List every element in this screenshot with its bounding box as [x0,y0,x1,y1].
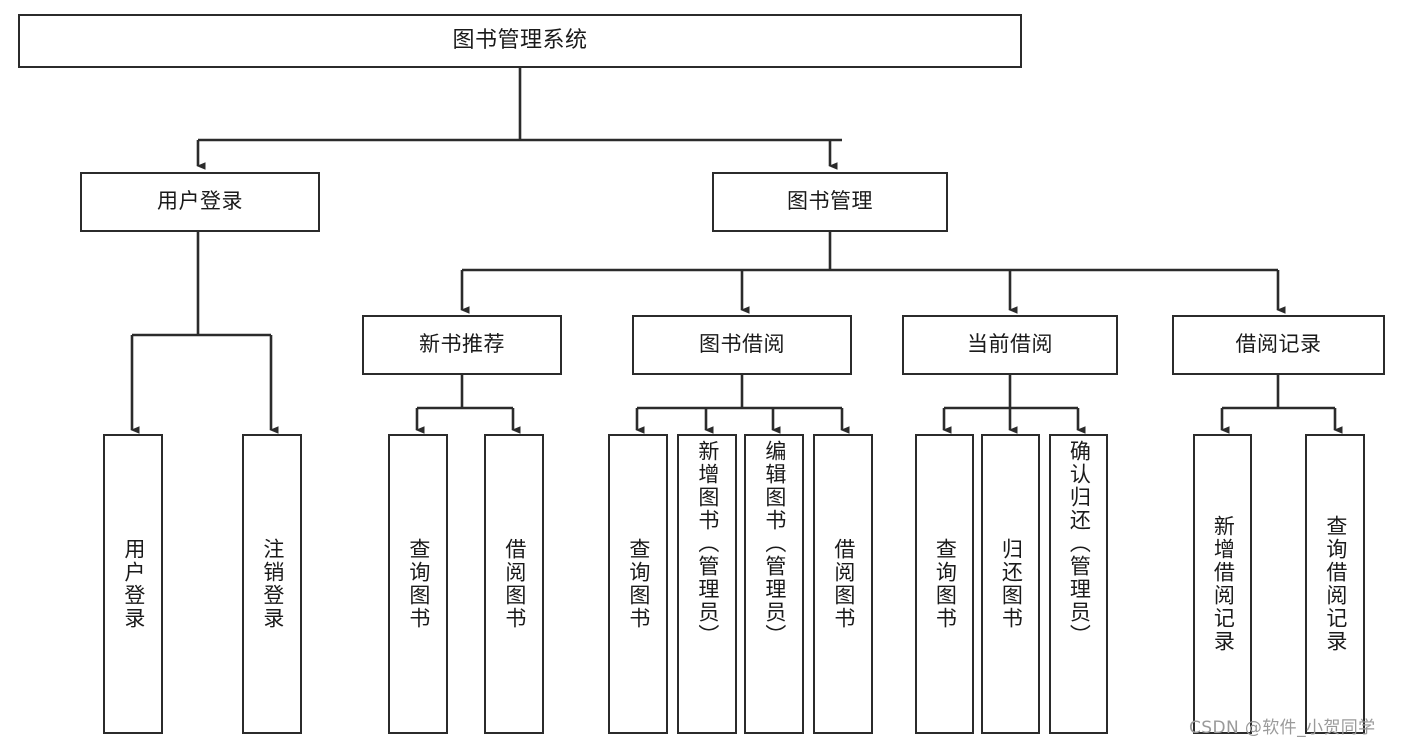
node-current-borrow[interactable]: 当前借阅 [902,315,1118,375]
node-leaf-edit-book-label: 编辑图书（管理员） [762,440,787,647]
node-leaf-edit-book[interactable]: 编辑图书（管理员） [744,434,804,734]
node-leaf-query-book-rec-label: 查询图书 [406,538,431,630]
node-user-login[interactable]: 用户登录 [80,172,320,232]
node-leaf-query-record-label: 查询借阅记录 [1323,515,1348,653]
node-leaf-query-book-borrow[interactable]: 查询图书 [608,434,668,734]
node-leaf-logout[interactable]: 注销登录 [242,434,302,734]
node-leaf-borrow-book-rec-label: 借阅图书 [502,538,527,630]
node-leaf-user-login[interactable]: 用户登录 [103,434,163,734]
node-root-label: 图书管理系统 [452,27,588,53]
node-leaf-add-record-label: 新增借阅记录 [1211,515,1236,653]
node-book-borrow-label: 图书借阅 [699,332,785,357]
node-leaf-query-book-current[interactable]: 查询图书 [915,434,974,734]
node-leaf-query-book-borrow-label: 查询图书 [626,538,651,630]
node-leaf-query-book-current-label: 查询图书 [933,538,958,630]
node-leaf-query-record[interactable]: 查询借阅记录 [1305,434,1365,734]
node-leaf-borrow-book-rec[interactable]: 借阅图书 [484,434,544,734]
watermark-text: CSDN @软件_小贺同学 [1189,718,1376,738]
node-book-manage-label: 图书管理 [787,189,873,214]
node-book-borrow[interactable]: 图书借阅 [632,315,852,375]
node-leaf-confirm-return[interactable]: 确认归还（管理员） [1049,434,1108,734]
node-leaf-query-book-rec[interactable]: 查询图书 [388,434,448,734]
node-leaf-user-login-label: 用户登录 [121,538,146,630]
node-borrow-record[interactable]: 借阅记录 [1172,315,1385,375]
node-leaf-borrow-book-label: 借阅图书 [831,538,856,630]
node-new-book-rec[interactable]: 新书推荐 [362,315,562,375]
node-leaf-return-book-label: 归还图书 [999,538,1024,630]
node-leaf-return-book[interactable]: 归还图书 [981,434,1040,734]
node-leaf-add-book[interactable]: 新增图书（管理员） [677,434,737,734]
node-leaf-add-record[interactable]: 新增借阅记录 [1193,434,1252,734]
node-borrow-record-label: 借阅记录 [1235,332,1322,357]
node-leaf-borrow-book[interactable]: 借阅图书 [813,434,873,734]
node-book-manage[interactable]: 图书管理 [712,172,948,232]
node-leaf-add-book-label: 新增图书（管理员） [695,440,720,647]
node-current-borrow-label: 当前借阅 [967,332,1053,357]
node-leaf-logout-label: 注销登录 [260,538,285,630]
node-new-book-rec-label: 新书推荐 [419,332,505,357]
node-leaf-confirm-return-label: 确认归还（管理员） [1067,440,1092,647]
node-user-login-label: 用户登录 [157,189,243,214]
node-root[interactable]: 图书管理系统 [18,14,1022,68]
